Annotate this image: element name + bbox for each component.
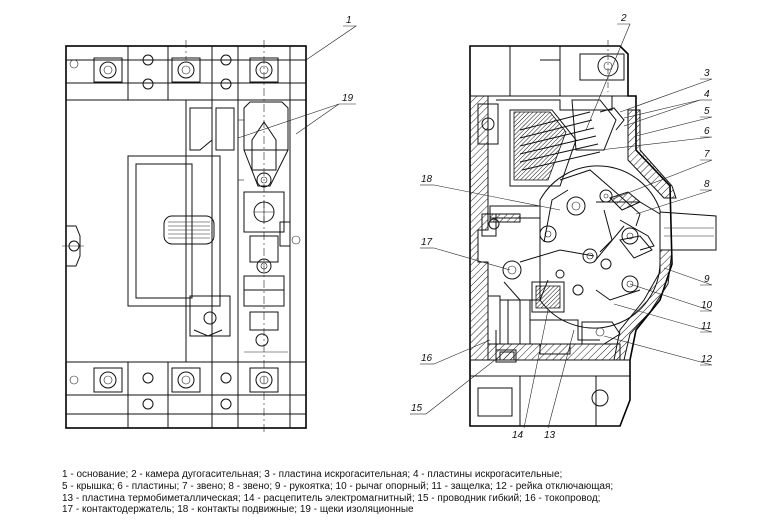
callout-5: 5 [704,106,710,117]
callout-15: 15 [411,403,423,414]
legend: 1 - основание; 2 - камера дугогасительна… [62,469,742,516]
legend-line-4: 17 - контактодержатель; 18 - контакты по… [62,504,414,516]
callout-labels: 1 19 2 3 4 5 6 7 8 9 10 11 12 18 17 16 1… [342,13,713,441]
callout-7: 7 [704,149,710,160]
callout-11: 11 [701,321,711,332]
callout-3: 3 [704,68,710,79]
leader-lines [237,23,713,429]
legend-line-1: 1 - основание; 2 - камера дугогасительна… [62,469,563,480]
callout-6: 6 [704,126,710,137]
legend-line-2: 5 - крышка; 6 - пластины; 7 - звено; 8 -… [62,480,614,492]
bottom-terminal-screws [69,367,279,410]
section-view [469,40,717,427]
callout-2: 2 [620,13,627,24]
callout-18: 18 [421,174,433,185]
callout-14: 14 [512,430,524,441]
breaker-drawing: 1 19 2 3 4 5 6 7 8 9 10 11 12 18 17 16 1… [62,13,717,441]
callout-1: 1 [346,15,352,26]
handle-ribs [168,221,210,239]
callout-13: 13 [544,430,556,441]
callout-4: 4 [704,89,710,100]
mechanism [502,165,661,329]
callout-16: 16 [421,353,433,364]
callout-9: 9 [704,274,710,285]
pole-mechanism [189,101,301,353]
arc-chute-plates [519,111,601,171]
front-view [62,40,307,434]
legend-line-3: 13 - пластина термобиметаллическая; 14 -… [62,492,601,504]
callout-10: 10 [701,300,713,311]
callout-12: 12 [701,354,713,365]
callout-8: 8 [704,179,710,190]
callout-17: 17 [421,237,433,248]
callout-19: 19 [342,93,354,104]
